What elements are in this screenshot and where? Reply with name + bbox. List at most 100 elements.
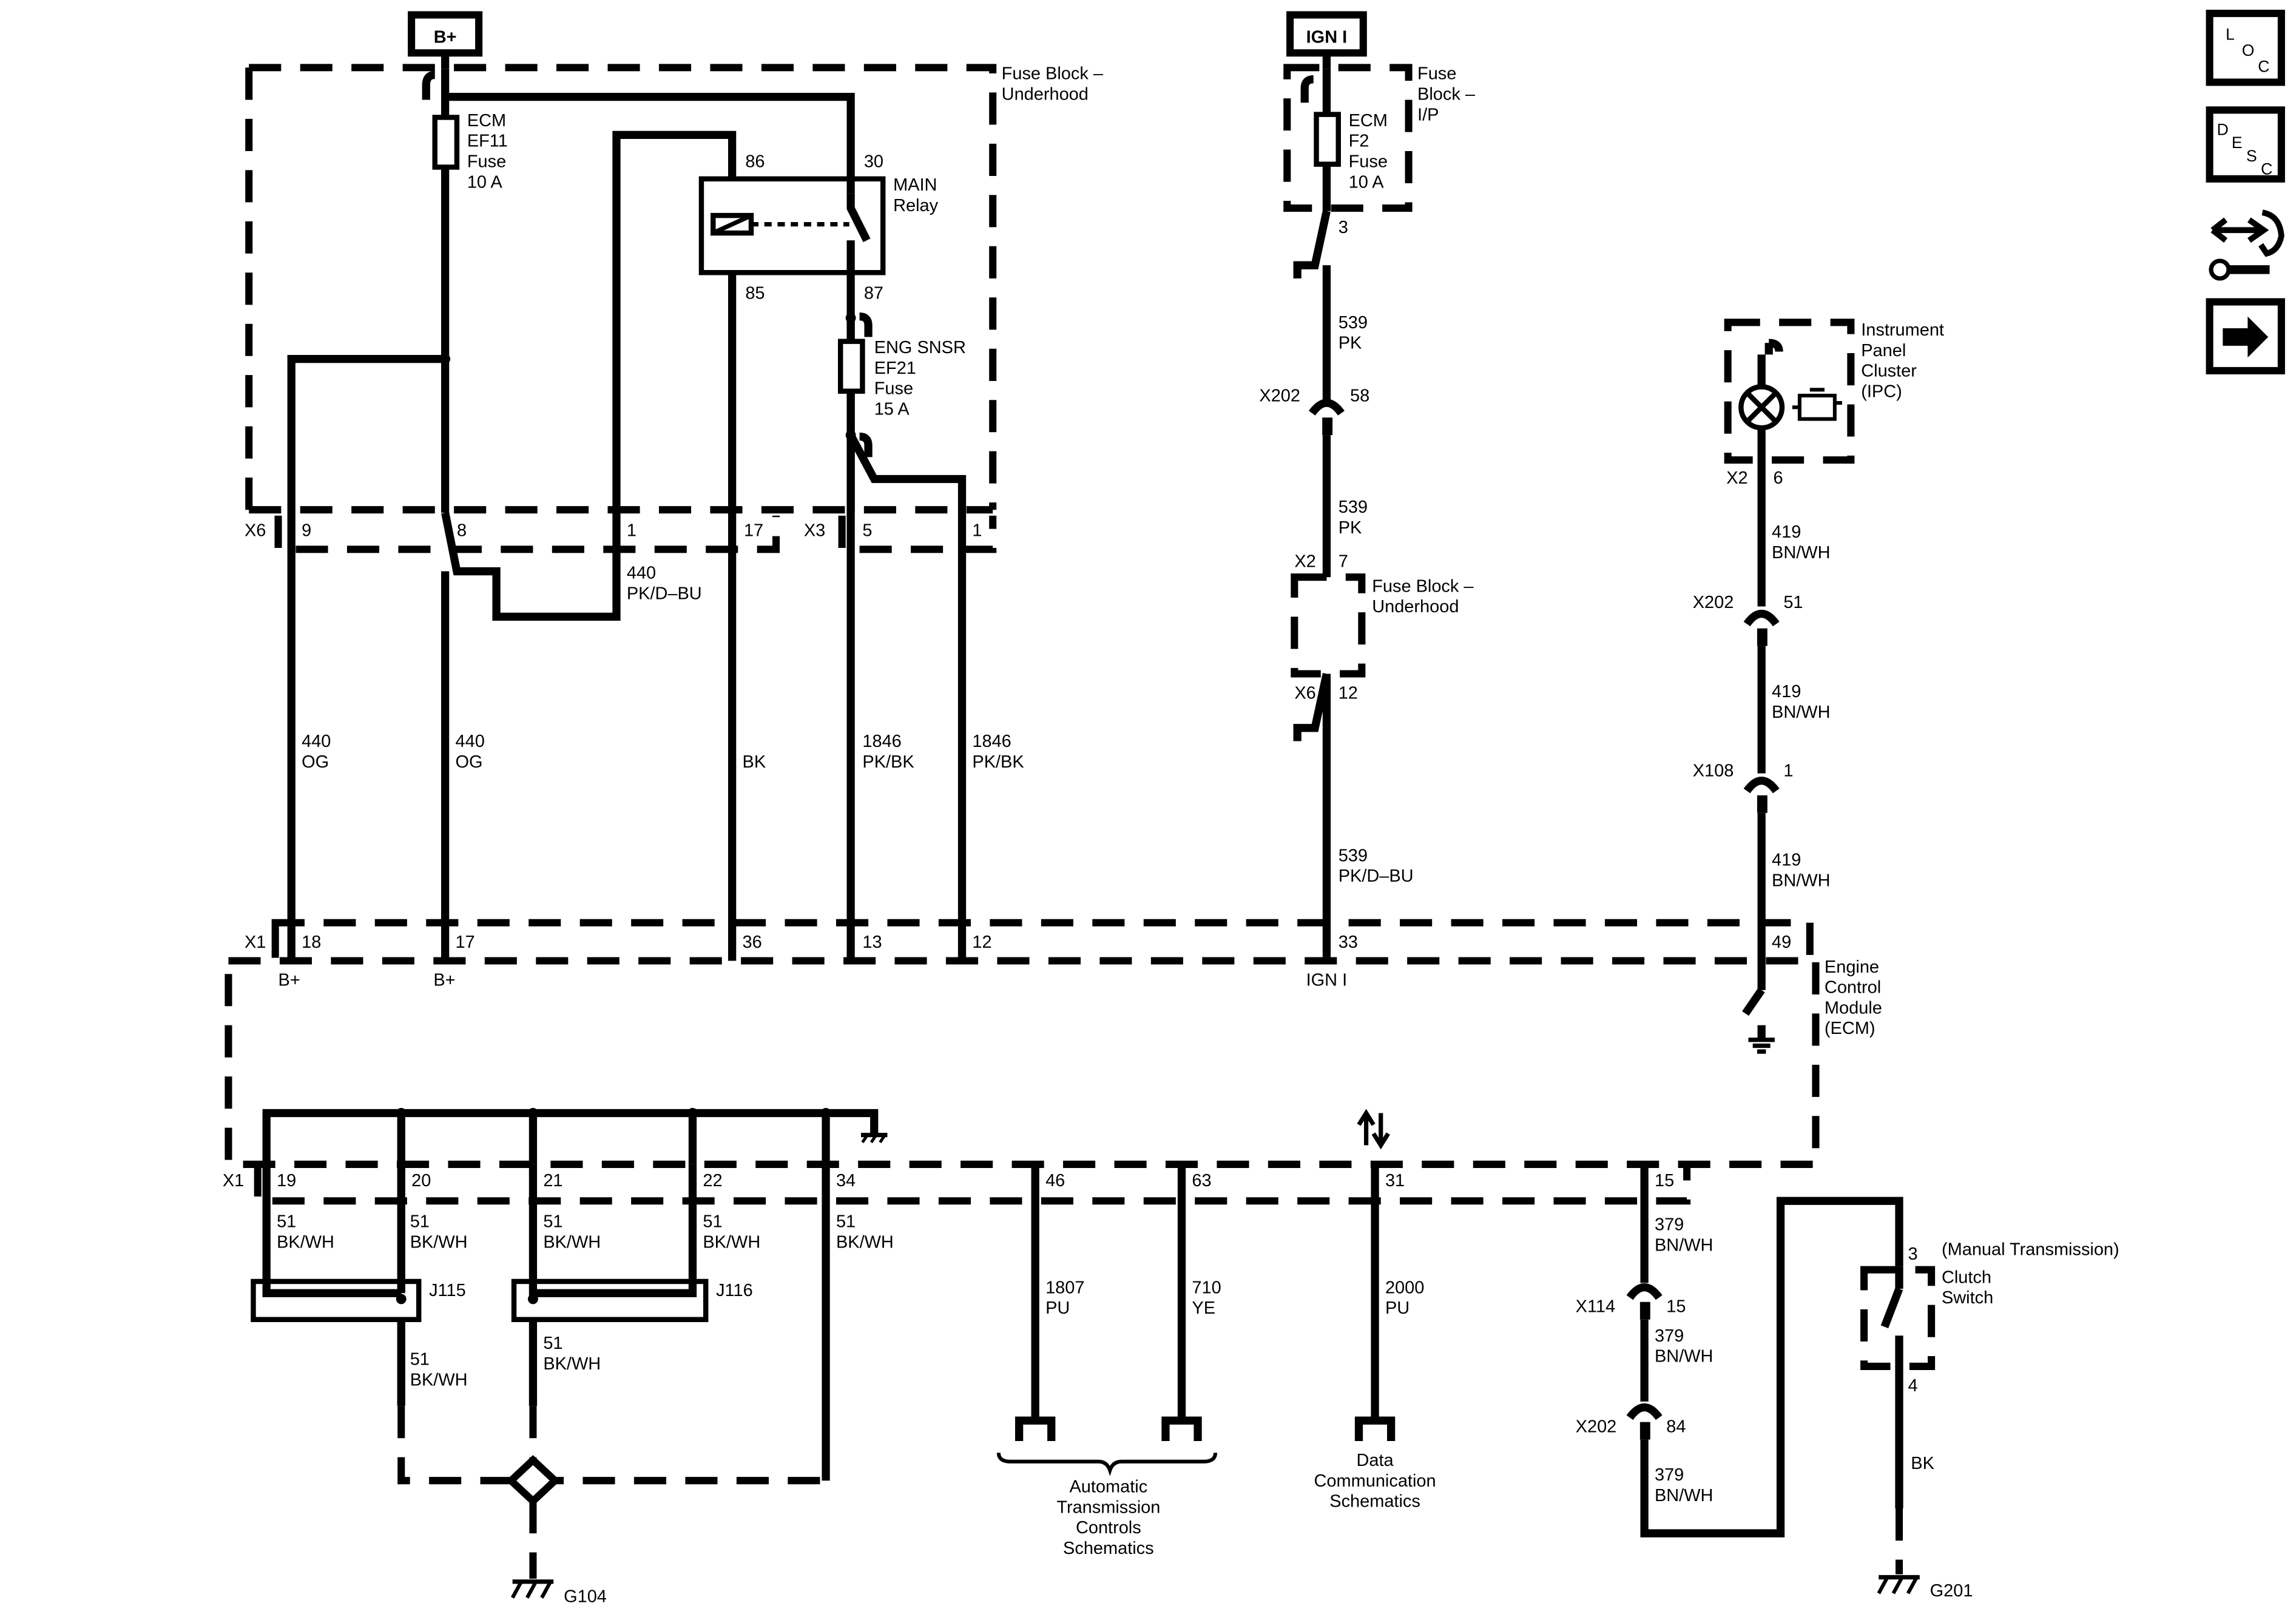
svg-text:51: 51 bbox=[410, 1212, 430, 1232]
svg-text:Control: Control bbox=[1825, 978, 1881, 998]
svg-text:440: 440 bbox=[627, 564, 656, 583]
svg-text:379: 379 bbox=[1655, 1465, 1684, 1485]
svg-text:BK/WH: BK/WH bbox=[836, 1232, 894, 1252]
svg-text:Panel: Panel bbox=[1861, 341, 1906, 360]
svg-text:ECM: ECM bbox=[467, 111, 506, 130]
svg-text:86: 86 bbox=[745, 152, 765, 171]
svg-text:Schematics: Schematics bbox=[1329, 1492, 1420, 1511]
svg-text:BK/WH: BK/WH bbox=[703, 1232, 760, 1252]
j116-splice bbox=[511, 1278, 709, 1322]
svg-text:Cluster: Cluster bbox=[1861, 362, 1917, 381]
svg-text:X6: X6 bbox=[1294, 684, 1315, 703]
svg-text:ENG SNSR: ENG SNSR bbox=[874, 338, 966, 357]
svg-text:Communication: Communication bbox=[1314, 1471, 1436, 1491]
svg-text:S: S bbox=[2246, 147, 2257, 165]
ign-tag: IGN I bbox=[1286, 11, 1367, 69]
fuse-block-ip: ECM F2 Fuse 10 A Fuse Block – I/P 3 bbox=[1283, 64, 1476, 279]
fuse-block-underhood-label-2: Underhood bbox=[1002, 84, 1089, 104]
svg-text:PK: PK bbox=[1339, 334, 1362, 353]
svg-text:87: 87 bbox=[864, 284, 883, 303]
tools-icon bbox=[2209, 209, 2284, 281]
svg-text:Relay: Relay bbox=[893, 196, 939, 215]
svg-text:(Manual Transmission): (Manual Transmission) bbox=[1942, 1240, 2119, 1260]
wire-440-og-branch bbox=[287, 354, 445, 513]
svg-text:MAIN: MAIN bbox=[893, 175, 937, 195]
svg-text:BN/WH: BN/WH bbox=[1772, 703, 1830, 722]
svg-text:51: 51 bbox=[277, 1212, 296, 1232]
svg-text:BN/WH: BN/WH bbox=[1655, 1347, 1713, 1366]
svg-text:BN/WH: BN/WH bbox=[1772, 543, 1830, 562]
svg-text:3: 3 bbox=[1908, 1244, 1917, 1264]
svg-text:1: 1 bbox=[972, 521, 982, 541]
svg-text:51: 51 bbox=[410, 1350, 430, 1369]
fuse-block-connector-pins: X6 9 8 1 17 X3 5 1 bbox=[245, 521, 982, 541]
svg-text:X202: X202 bbox=[1693, 593, 1734, 612]
instrument-panel-cluster: Instrument Panel Cluster (IPC) X2 6 419 … bbox=[1693, 319, 1944, 990]
ign-wire-path: 539 PK X202 58 539 PK X2 7 X6 12 Fuse Bl… bbox=[1259, 265, 1474, 961]
svg-text:49: 49 bbox=[1772, 933, 1791, 952]
svg-text:19: 19 bbox=[277, 1171, 296, 1190]
svg-text:BK/WH: BK/WH bbox=[543, 1232, 601, 1252]
svg-text:51: 51 bbox=[1783, 593, 1803, 612]
svg-text:X2: X2 bbox=[1294, 552, 1315, 571]
svg-text:20: 20 bbox=[411, 1171, 431, 1190]
svg-text:BN/WH: BN/WH bbox=[1655, 1235, 1713, 1255]
svg-text:17: 17 bbox=[456, 933, 475, 952]
svg-text:PU: PU bbox=[1045, 1298, 1070, 1318]
svg-text:2000: 2000 bbox=[1385, 1278, 1424, 1297]
tools-button[interactable] bbox=[2209, 209, 2284, 281]
svg-text:4: 4 bbox=[1908, 1376, 1917, 1396]
svg-text:Schematics: Schematics bbox=[1063, 1539, 1154, 1558]
svg-text:D: D bbox=[2217, 120, 2229, 138]
svg-text:E: E bbox=[2232, 133, 2243, 152]
next-button[interactable] bbox=[2206, 298, 2285, 374]
fuse-block-underhood: Fuse Block – Underhood bbox=[245, 64, 1104, 553]
svg-text:710: 710 bbox=[1192, 1278, 1221, 1297]
fuse-block-underhood-label-1: Fuse Block – bbox=[1002, 64, 1104, 84]
svg-text:B+: B+ bbox=[434, 27, 457, 47]
svg-text:X1: X1 bbox=[223, 1171, 244, 1190]
svg-text:EF21: EF21 bbox=[874, 359, 916, 378]
svg-text:X108: X108 bbox=[1693, 761, 1734, 780]
svg-text:12: 12 bbox=[1339, 684, 1358, 703]
svg-text:15: 15 bbox=[1655, 1171, 1674, 1190]
svg-text:X202: X202 bbox=[1576, 1417, 1617, 1437]
svg-text:PK/BK: PK/BK bbox=[972, 752, 1024, 772]
svg-text:7: 7 bbox=[1339, 552, 1348, 571]
svg-text:Module: Module bbox=[1825, 998, 1882, 1018]
ground-splice-diamond bbox=[505, 1455, 561, 1507]
svg-text:539: 539 bbox=[1339, 846, 1368, 865]
svg-text:419: 419 bbox=[1772, 522, 1801, 542]
svg-text:Data: Data bbox=[1356, 1451, 1394, 1470]
svg-text:13: 13 bbox=[862, 933, 882, 952]
svg-text:84: 84 bbox=[1666, 1417, 1686, 1437]
svg-text:YE: YE bbox=[1192, 1298, 1215, 1318]
svg-text:BK: BK bbox=[1911, 1454, 1934, 1473]
svg-text:PU: PU bbox=[1385, 1298, 1410, 1318]
svg-text:C: C bbox=[2258, 58, 2269, 76]
svg-text:1: 1 bbox=[1783, 761, 1793, 780]
svg-text:BK/WH: BK/WH bbox=[543, 1354, 601, 1374]
svg-text:X6: X6 bbox=[245, 521, 266, 541]
svg-text:(ECM): (ECM) bbox=[1825, 1019, 1876, 1038]
svg-text:PK/D–BU: PK/D–BU bbox=[627, 584, 702, 603]
svg-text:Block –: Block – bbox=[1417, 84, 1476, 104]
svg-text:Fuse Block –: Fuse Block – bbox=[1372, 576, 1474, 596]
svg-text:440: 440 bbox=[302, 732, 331, 751]
engine-control-module: Engine Control Module (ECM) bbox=[225, 957, 1882, 1168]
main-relay: 86 30 85 87 MAIN Relay bbox=[612, 130, 939, 513]
desc-button[interactable]: D E S C bbox=[2206, 106, 2285, 183]
data-bidirectional-icon bbox=[1357, 1109, 1390, 1150]
svg-text:419: 419 bbox=[1772, 682, 1801, 701]
svg-text:539: 539 bbox=[1339, 313, 1368, 333]
svg-text:Engine: Engine bbox=[1825, 957, 1879, 977]
svg-text:33: 33 bbox=[1339, 933, 1358, 952]
svg-text:Fuse: Fuse bbox=[1417, 64, 1456, 84]
svg-text:379: 379 bbox=[1655, 1215, 1684, 1235]
loc-button[interactable]: L O C bbox=[2206, 10, 2285, 86]
svg-text:PK: PK bbox=[1339, 518, 1362, 538]
svg-text:46: 46 bbox=[1045, 1171, 1065, 1190]
svg-text:9: 9 bbox=[302, 521, 311, 541]
svg-text:BK/WH: BK/WH bbox=[410, 1232, 468, 1252]
